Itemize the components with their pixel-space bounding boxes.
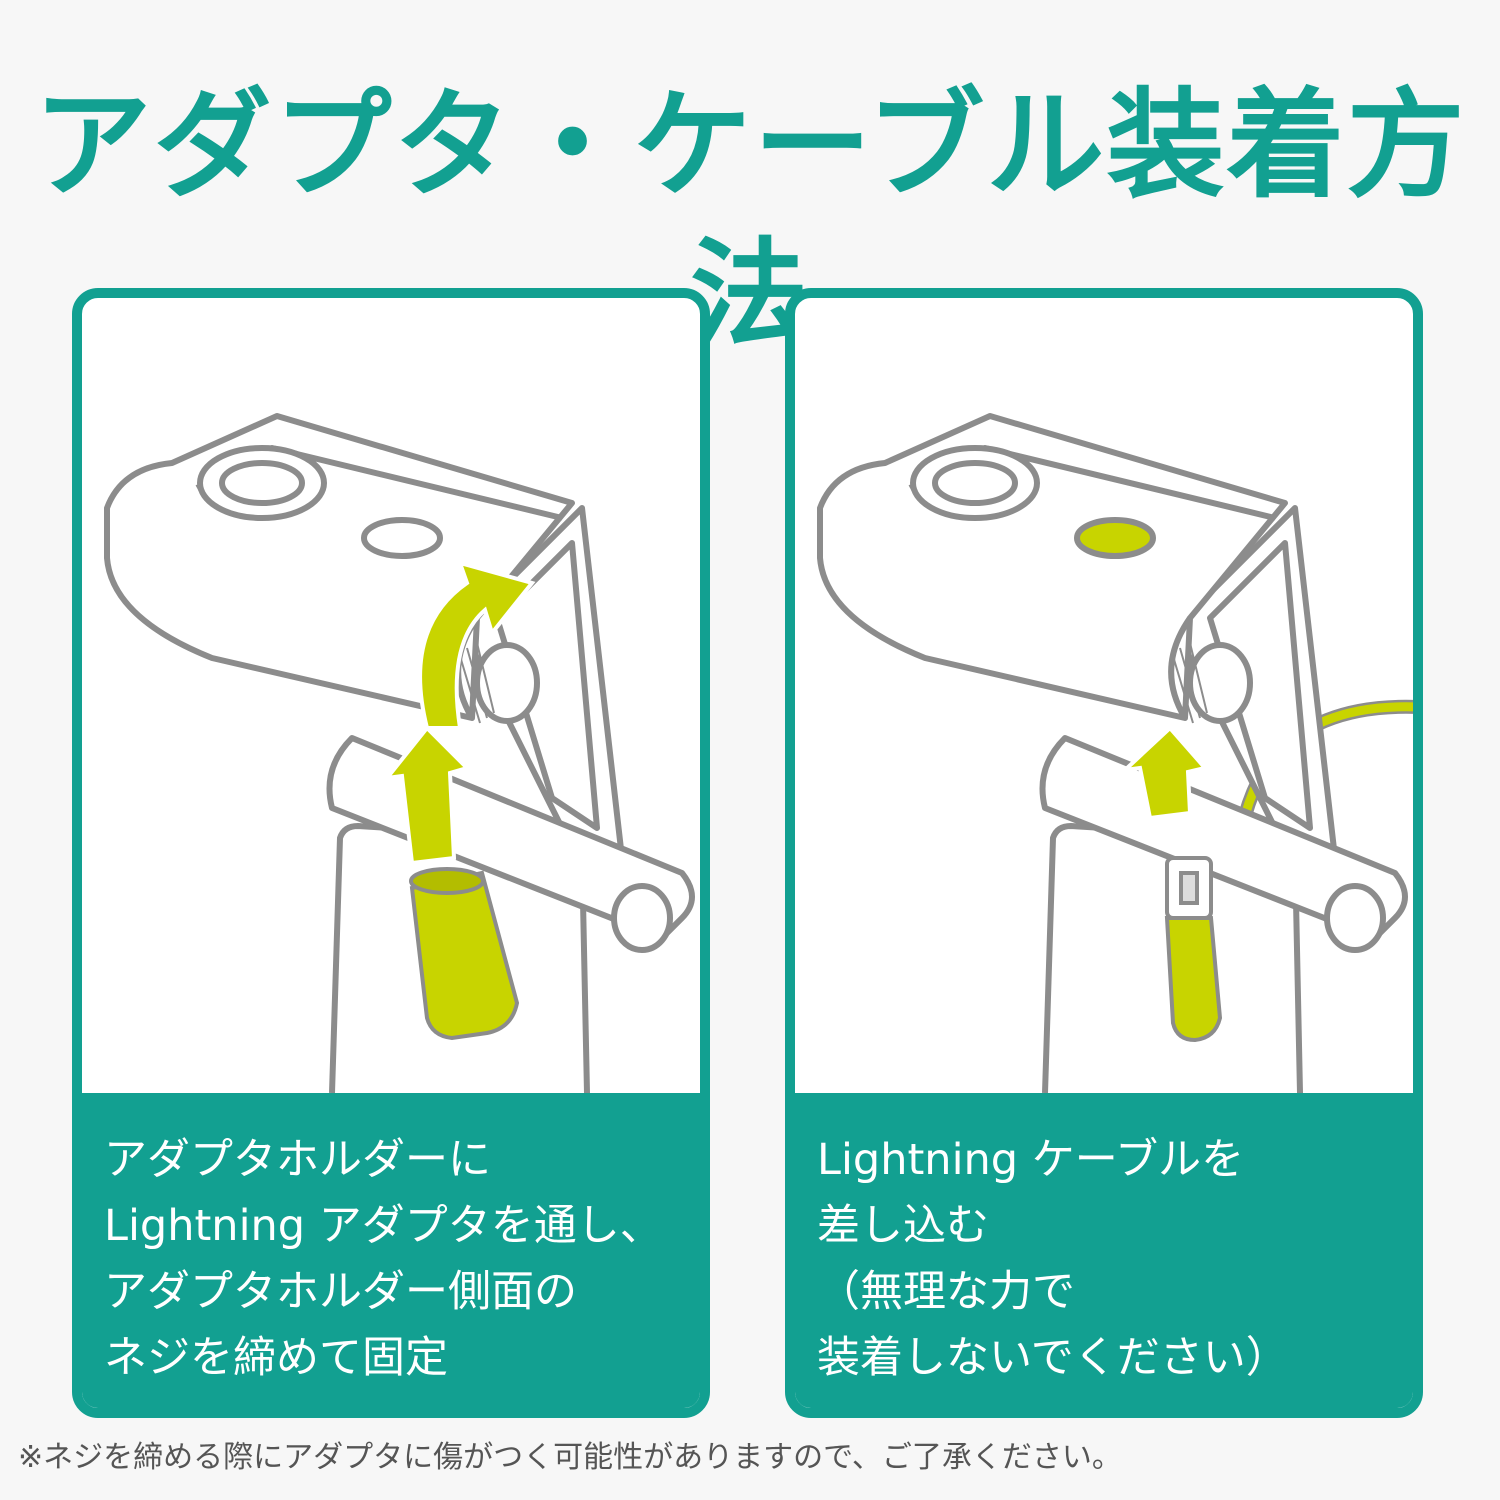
caption-line: Lightning アダプタを通し、: [104, 1201, 663, 1251]
hinge-knob: [1324, 883, 1386, 953]
footnote: ※ネジを締める際にアダプタに傷がつく可能性がありますので、ご了承ください。: [18, 1440, 1122, 1475]
caption-adapter: アダプタホルダーに Lightning アダプタを通し、 アダプタホルダー側面の…: [82, 1093, 700, 1408]
caption-line: 装着しないでください）: [817, 1333, 1289, 1383]
adapter-in-hole: [1074, 517, 1156, 559]
rotate-arrow-icon: [418, 560, 536, 730]
step-panel-adapter: アダプタホルダーに Lightning アダプタを通し、 アダプタホルダー側面の…: [72, 288, 710, 1418]
cable-illustration: [817, 413, 1413, 1093]
up-arrow-icon: [1119, 725, 1209, 821]
hinge-knob: [611, 883, 673, 953]
lightning-adapter: [409, 867, 520, 1041]
caption-cable: Lightning ケーブルを 差し込む （無理な力で 装着しないでください）: [795, 1093, 1413, 1408]
adapter-illustration: [104, 413, 695, 1093]
up-arrow-icon: [382, 725, 471, 866]
caption-line: （無理な力で: [817, 1267, 1075, 1317]
step-panel-cable: Lightning ケーブルを 差し込む （無理な力で 装着しないでください）: [785, 288, 1423, 1418]
page-title: アダプタ・ケーブル装着方法: [33, 76, 1467, 364]
caption-line: Lightning ケーブルを: [817, 1135, 1245, 1185]
caption-line: アダプタホルダー側面の: [104, 1267, 577, 1317]
caption-line: 差し込む: [817, 1201, 989, 1251]
lightning-plug: [1164, 856, 1223, 1043]
caption-line: アダプタホルダーに: [104, 1135, 491, 1185]
adapter-hole: [361, 517, 443, 559]
caption-line: ネジを締めて固定: [104, 1333, 448, 1383]
